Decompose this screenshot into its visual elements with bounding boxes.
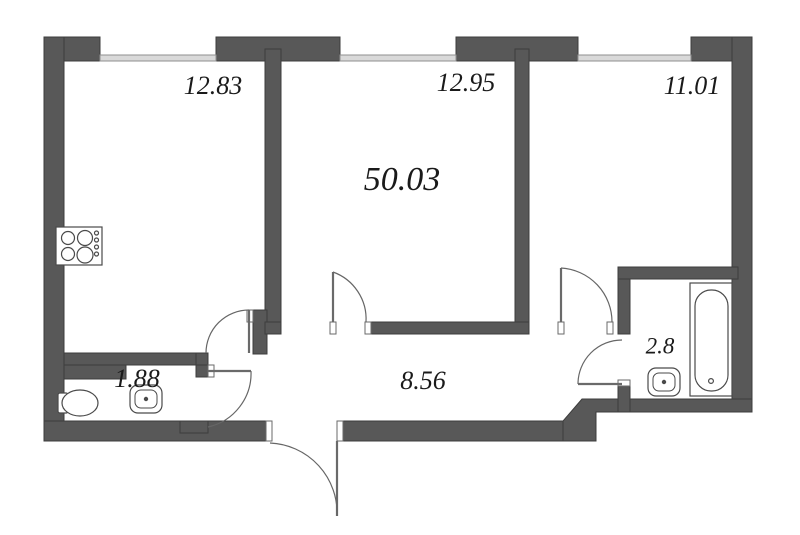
door-bedroom-1[interactable] <box>331 271 367 323</box>
area-label-bedroom-1: 12.95 <box>437 68 496 97</box>
door-bathroom[interactable] <box>577 339 623 386</box>
door-kitchen[interactable] <box>205 309 251 354</box>
area-label-total: 50.03 <box>364 161 441 198</box>
wall-outer-right <box>731 36 753 413</box>
toilet-icon <box>57 389 99 417</box>
area-label-wc: 1.88 <box>114 364 160 393</box>
bathtub-icon <box>689 282 733 397</box>
walls-group <box>43 36 753 442</box>
jamb-bedroom2-left <box>557 321 565 335</box>
door-entrance[interactable] <box>269 441 339 517</box>
wall-interior-right-vertical <box>514 48 530 335</box>
wall-interior-left-vertical <box>264 48 282 335</box>
window-sill-2 <box>339 54 457 62</box>
wall-wc-niche <box>63 364 127 380</box>
fixtures-group <box>55 226 733 417</box>
door-toilet[interactable] <box>207 369 252 428</box>
wall-bedroom1-bottom <box>370 321 530 335</box>
jamb-bedroom1-left <box>329 321 337 335</box>
window-sill-3 <box>577 54 692 62</box>
wall-wc-right <box>195 364 209 378</box>
jamb-entrance-right <box>336 420 344 442</box>
area-label-bedroom-2: 11.01 <box>664 71 721 100</box>
area-label-kitchen: 12.83 <box>184 71 243 100</box>
jamb-bedroom2-right <box>606 321 614 335</box>
wall-bottom-mid <box>336 420 564 442</box>
area-labels-group: 12.83 12.95 11.01 50.03 8.56 1.88 2.8 <box>114 68 720 395</box>
washbasin-wc-icon <box>129 384 163 414</box>
wall-bathroom-left-lower <box>617 385 631 413</box>
wall-bedroom1-bottom-stub <box>264 321 282 335</box>
jamb-bedroom1-right <box>364 321 372 335</box>
stove-icon <box>55 226 103 266</box>
window-sill-1 <box>99 54 217 62</box>
wall-bottom-step <box>562 398 753 442</box>
wall-wc-right-lower <box>179 420 209 434</box>
washbasin-bath-icon <box>647 367 681 397</box>
jamb-entrance-left <box>265 420 273 442</box>
area-label-hall: 8.56 <box>400 366 446 395</box>
area-label-bathroom: 2.8 <box>646 333 675 358</box>
door-bedroom-2[interactable] <box>559 267 613 323</box>
wall-kitchen-bottom-stub <box>195 352 209 366</box>
wall-bottom-left <box>43 420 273 442</box>
wall-bathroom-top <box>617 266 739 280</box>
doors-group <box>205 267 623 517</box>
